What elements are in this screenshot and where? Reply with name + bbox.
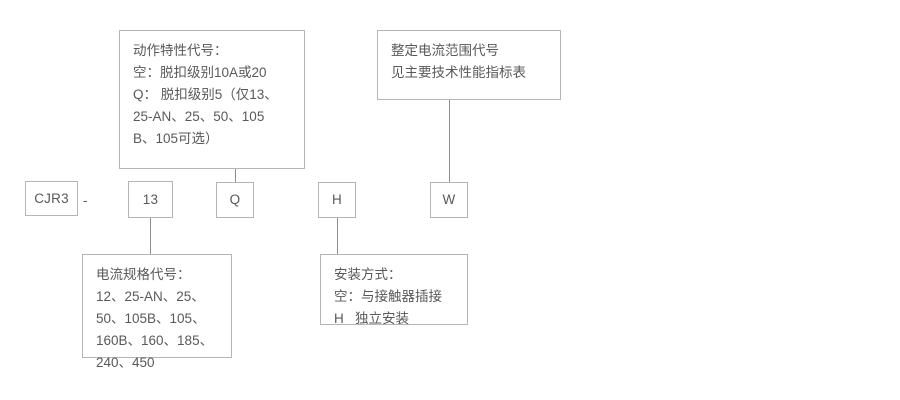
designation-box-mounting-method: H [318,182,356,218]
connector-current-setting-range [449,100,450,182]
connector-mounting-method [337,218,338,254]
note-box-current-setting-range: 整定电流范围代号 见主要技术性能指标表 [377,30,561,100]
designation-box-current-rating: 13 [128,181,173,218]
note-box-current-rating: 电流规格代号： 12、25-AN、25、 50、105B、105、 160B、1… [82,254,232,370]
designation-box-current-setting-range: W [430,182,468,218]
note-box-mounting-method: 安装方式： 空：与接触器插接 H 独立安装 [320,254,468,326]
connector-current-rating [150,218,151,254]
note-box-action-characteristic: 动作特性代号： 空：脱扣级别10A或20 Q： 脱扣级别5（仅13、 25-AN… [119,30,305,169]
designation-box-action-characteristic: Q [216,182,254,218]
connector-action-characteristic [235,169,236,182]
designation-separator-dash: - [83,193,88,208]
designation-box-series: CJR3 [25,181,78,216]
